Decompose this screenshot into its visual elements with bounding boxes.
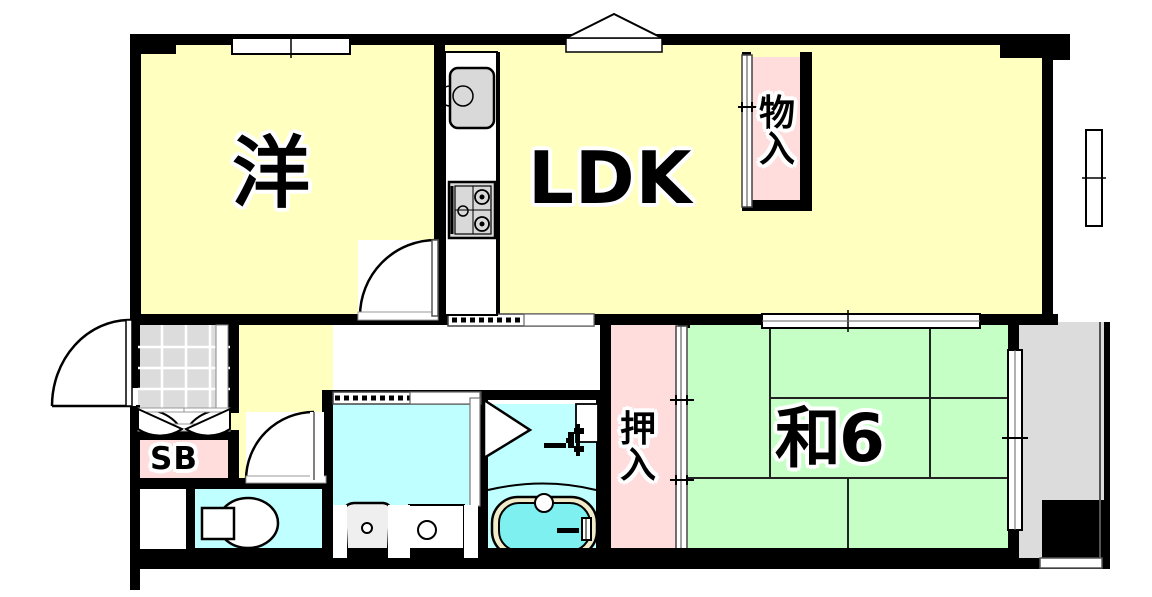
wall-toilet-left — [185, 478, 195, 563]
bathtub — [490, 493, 599, 559]
room-fills — [130, 44, 1110, 558]
tatami-balcony-door[interactable] — [1002, 349, 1028, 531]
wall-oshiire-bottom — [600, 548, 692, 562]
storage-closet-door[interactable] — [738, 54, 760, 208]
wall-top-ldk — [440, 34, 1052, 45]
washroom-void-b — [388, 505, 410, 558]
wall-tatami-top-left — [678, 314, 760, 325]
wall-balcony-bottom-right — [1042, 500, 1110, 562]
wall-genkan-sb-right — [228, 430, 239, 488]
ldk-east-window[interactable] — [1082, 129, 1106, 227]
gas-stove — [447, 180, 497, 240]
toilet-bowl — [200, 496, 280, 550]
washroom-void-c — [333, 505, 347, 558]
wall-bathroom-bottom — [480, 548, 610, 562]
tatami-mat-lines — [688, 322, 1008, 558]
wall-tatami-top-right — [978, 314, 1058, 325]
balcony-rails — [1039, 322, 1103, 569]
room-area-storage-closet — [750, 57, 802, 209]
kitchen-sink — [439, 66, 496, 130]
wall-western-bottom — [130, 314, 460, 325]
ldk-south-door[interactable] — [447, 313, 595, 327]
wall-details — [130, 548, 1018, 562]
genkan-closet-void — [140, 489, 186, 549]
washroom-void — [464, 505, 478, 558]
western-room-window[interactable] — [231, 34, 351, 58]
entrance-door[interactable] — [50, 318, 136, 408]
tatami-north-window[interactable] — [761, 310, 981, 332]
shower-mixer — [544, 424, 584, 456]
wall-genkan-sb-top — [138, 430, 238, 440]
wall-tatami-right — [1008, 322, 1019, 352]
ldk-awning-window[interactable] — [565, 12, 663, 53]
wall-bottom — [130, 558, 1110, 569]
bathroom-floor-divider — [487, 482, 597, 491]
wall-corner-top-left — [130, 34, 176, 54]
wall-storage-right — [800, 52, 812, 210]
wash-basin — [343, 501, 392, 554]
wall-balcony-right-edge — [1104, 322, 1110, 502]
wall-right-ldk-jog — [1042, 296, 1053, 324]
western-room-door[interactable] — [357, 238, 439, 321]
wall-oshiire-left — [600, 314, 611, 562]
wall-right-ldk — [1042, 52, 1053, 317]
genkan-tile-grid — [138, 325, 230, 410]
genkan-step-line — [215, 324, 229, 411]
wall-left-entrance-lower — [130, 405, 140, 590]
wall-genkan-right — [228, 318, 239, 413]
wall-bathroom-top — [477, 390, 607, 400]
wall-genkan-sb-bottom — [130, 478, 238, 489]
wall-left-western — [130, 34, 141, 324]
wall-hall-bottom-left — [130, 548, 192, 562]
bathroom-folding-door[interactable] — [469, 397, 533, 507]
wall-left-entrance — [130, 314, 140, 388]
wall-kitchen-counter-right — [497, 52, 500, 315]
room-area-tatami-closet — [608, 322, 680, 558]
wall-storage-bottom — [742, 200, 812, 211]
wall-tatami-bottom — [688, 548, 1018, 562]
room-area-shoe-box — [138, 440, 230, 480]
genkan-double-door[interactable] — [137, 407, 231, 437]
wall-hall-right — [322, 390, 333, 560]
wall-bathroom-left — [477, 390, 488, 562]
wall-tatami-right-b — [1008, 528, 1019, 562]
washroom-sliding-door[interactable] — [332, 391, 482, 405]
wall-kitchen-left — [434, 34, 445, 324]
toilet-door[interactable] — [244, 410, 327, 484]
wall-toilet-bottom — [185, 548, 335, 562]
